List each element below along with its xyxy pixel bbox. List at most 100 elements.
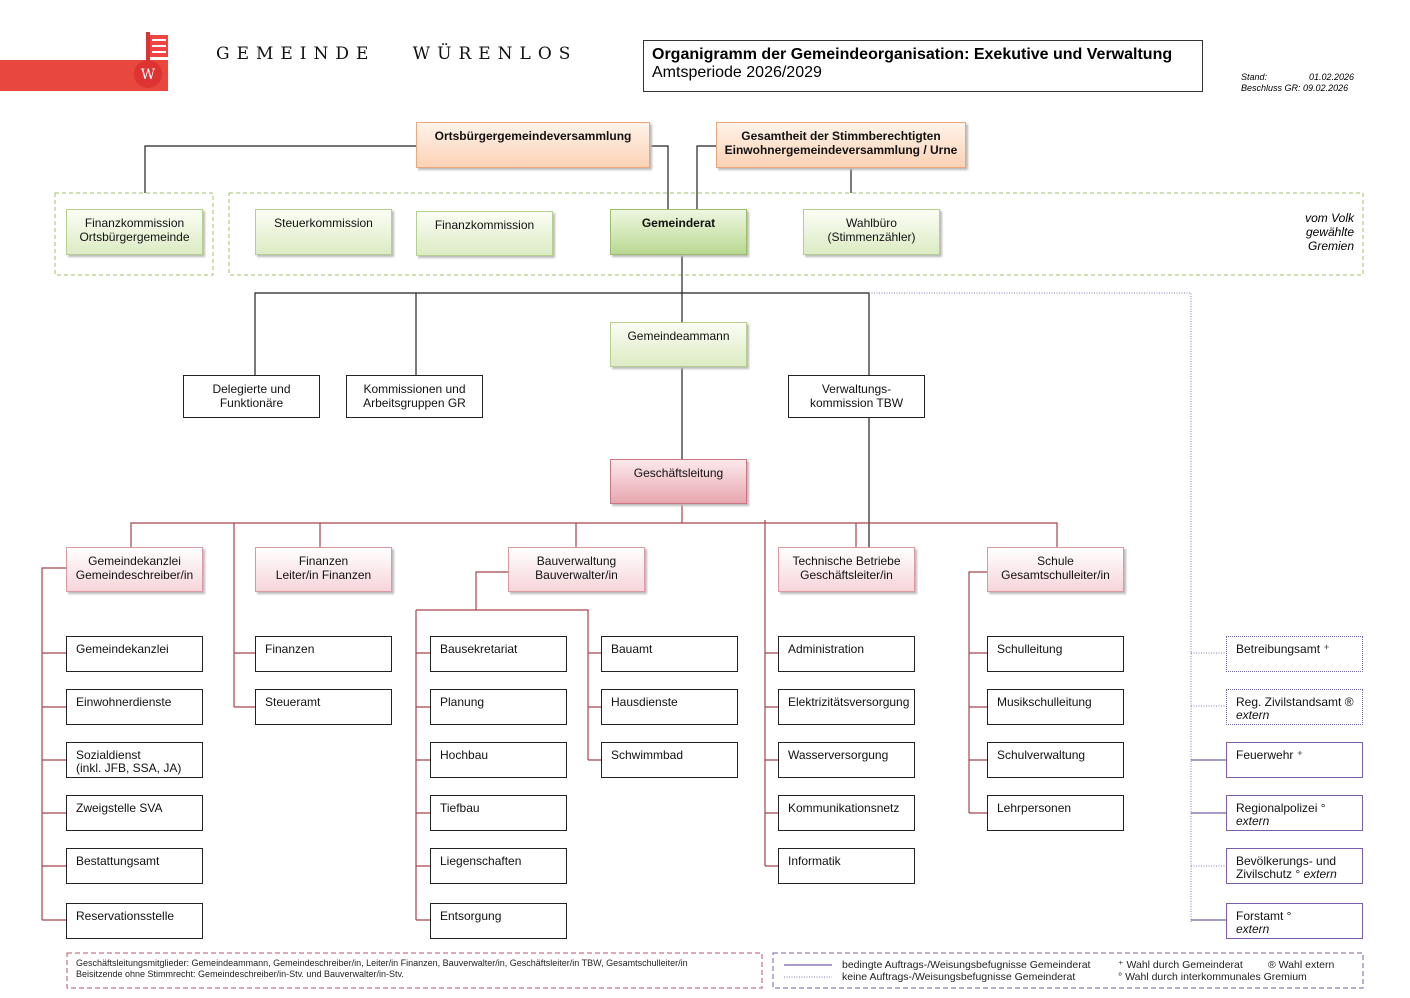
box-label: (inkl. JFB, SSA, JA) (76, 761, 182, 775)
box-label: Funktionäre (219, 396, 284, 410)
box-label: Reg. Zivilstandsamt ® (1236, 695, 1354, 709)
legend-lines: bedingte Auftrags-/Weisungsbefugnisse Ge… (842, 959, 1090, 983)
box-label: Leiter/in Finanzen (275, 568, 372, 582)
box-label: Bauverwaltung (536, 554, 617, 568)
box-label: Technische Betriebe (792, 554, 901, 568)
unit-wasserversorgung[interactable]: Wasserversorgung (778, 742, 915, 778)
extern-label: extern (1236, 922, 1270, 936)
label-line: Gremien (1307, 239, 1354, 253)
unit-lehrpersonen[interactable]: Lehrpersonen (987, 795, 1124, 831)
unit-schulleitung[interactable]: Schulleitung (987, 636, 1124, 672)
box-label: Zivilschutz ° (1236, 867, 1301, 881)
unit-schulverwaltung[interactable]: Schulverwaltung (987, 742, 1124, 778)
box-label: Schule (1037, 554, 1074, 568)
finanzkommission-box[interactable]: Finanzkommission (416, 211, 553, 256)
box-label: Bevölkerungs- und (1236, 854, 1337, 868)
box-label: (Stimmenzähler) (827, 230, 916, 244)
unit-kommunikationsnetz[interactable]: Kommunikationsnetz (778, 795, 915, 831)
box-label: Gemeinderat (641, 216, 716, 230)
box-label: Einwohnergemeindeversammlung / Urne (724, 143, 958, 157)
beschluss-label: Beschluss GR: (1241, 83, 1301, 93)
unit-zweigstelle-sva[interactable]: Zweigstelle SVA (66, 795, 203, 831)
unit-liegenschaften[interactable]: Liegenschaften (430, 848, 567, 884)
extern-label: extern (1236, 814, 1270, 828)
box-label: Ortsbürgergemeinde (79, 230, 190, 244)
box-label: kommission TBW (809, 396, 904, 410)
unit-bestattungsamt[interactable]: Bestattungsamt (66, 848, 203, 884)
unit-hochbau[interactable]: Hochbau (430, 742, 567, 778)
box-label: Geschäftsleiter/in (800, 568, 893, 582)
legend-dotted-label: keine Auftrags-/Weisungsbefugnisse Gemei… (842, 971, 1076, 983)
unit-zivilstandsamt[interactable]: Reg. Zivilstandsamt ®extern (1226, 689, 1363, 725)
beschluss-value: 09.02.2026 (1303, 83, 1349, 93)
unit-einwohnerdienste[interactable]: Einwohnerdienste (66, 689, 203, 725)
unit-finanzen[interactable]: Finanzen (255, 636, 392, 672)
legend-plus: ⁺ Wahl durch Gemeinderat (1118, 959, 1243, 971)
verwaltungskommission-tbw-box[interactable]: Verwaltungs-kommission TBW (788, 375, 925, 418)
unit-steueramt[interactable]: Steueramt (255, 689, 392, 725)
legend-line: Geschäftsleitungsmitglieder: Gemeindeamm… (76, 958, 688, 968)
box-label: Regionalpolizei ° (1236, 801, 1326, 815)
unit-planung[interactable]: Planung (430, 689, 567, 725)
unit-entsorgung[interactable]: Entsorgung (430, 903, 567, 939)
box-label: Bauverwalter/in (535, 568, 618, 582)
unit-informatik[interactable]: Informatik (778, 848, 915, 884)
unit-musikschulleitung[interactable]: Musikschulleitung (987, 689, 1124, 725)
unit-bauamt[interactable]: Bauamt (601, 636, 738, 672)
coat-of-arms-logo: W (134, 32, 168, 88)
box-label: Gesamtschulleiter/in (1001, 568, 1110, 582)
box-label: Finanzkommission (84, 216, 185, 230)
box-label: Finanzkommission (434, 218, 535, 232)
gemeindeammann-box[interactable]: Gemeindeammann (610, 322, 747, 367)
gemeinderat-box[interactable]: Gemeinderat (610, 209, 747, 255)
ortsbuergergemeindeversammlung-box[interactable]: Ortsbürgergemeindeversammlung (416, 122, 650, 168)
label-line: gewählte (1305, 225, 1354, 239)
unit-feuerwehr[interactable]: Feuerwehr ⁺ (1226, 742, 1363, 778)
unit-regionalpolizei[interactable]: Regionalpolizei °extern (1226, 795, 1363, 831)
unit-forstamt[interactable]: Forstamt °extern (1226, 903, 1363, 939)
legend-deg: ° Wahl durch interkommunales Gremium (1118, 971, 1307, 983)
unit-elektrizitaetsversorgung[interactable]: Elektrizitätsversorgung (778, 689, 915, 725)
unit-sozialdienst[interactable]: Sozialdienst(inkl. JFB, SSA, JA) (66, 742, 203, 778)
box-label: Forstamt ° (1236, 909, 1292, 923)
box-label: Gemeindeschreiber/in (75, 568, 194, 582)
page-title: Organigramm der Gemeindeorganisation: Ex… (652, 46, 1173, 63)
legend-solid-label: bedingte Auftrags-/Weisungsbefugnisse Ge… (842, 959, 1091, 971)
box-label: Gesamtheit der Stimmberechtigten (741, 129, 941, 143)
unit-tiefbau[interactable]: Tiefbau (430, 795, 567, 831)
box-label: Gemeindeammann (627, 329, 730, 343)
unit-schwimmbad[interactable]: Schwimmbad (601, 742, 738, 778)
box-label: Steuerkommission (274, 216, 373, 230)
stand-label: Stand: (1241, 72, 1268, 82)
box-label: Ortsbürgergemeindeversammlung (434, 129, 632, 143)
svg-text:W: W (141, 67, 156, 83)
box-label: Arbeitsgruppen GR (363, 396, 466, 410)
unit-administration[interactable]: Administration (778, 636, 915, 672)
legend-geschaeftsleitung: Geschäftsleitungsmitglieder: Gemeindeamm… (76, 958, 688, 980)
geschaeftsleitung-box[interactable]: Geschäftsleitung (610, 459, 747, 504)
box-label: Sozialdienst (76, 748, 141, 762)
unit-reservationsstelle[interactable]: Reservationsstelle (66, 903, 203, 939)
unit-bausekretariat[interactable]: Bausekretariat (430, 636, 567, 672)
unit-gemeindekanzlei[interactable]: Gemeindekanzlei (66, 636, 203, 672)
unit-betreibungsamt[interactable]: Betreibungsamt ⁺ (1226, 636, 1363, 672)
box-label: Wahlbüro (846, 216, 897, 230)
wahlbuero-box[interactable]: Wahlbüro(Stimmenzähler) (803, 209, 940, 255)
steuerkommission-box[interactable]: Steuerkommission (255, 209, 392, 255)
unit-hausdienste[interactable]: Hausdienste (601, 689, 738, 725)
label-line: vom Volk (1305, 211, 1354, 225)
stand-info: Stand: 01.02.2026 Beschluss GR: 09.02.202… (1241, 72, 1354, 94)
stand-value: 01.02.2026 (1309, 72, 1355, 82)
